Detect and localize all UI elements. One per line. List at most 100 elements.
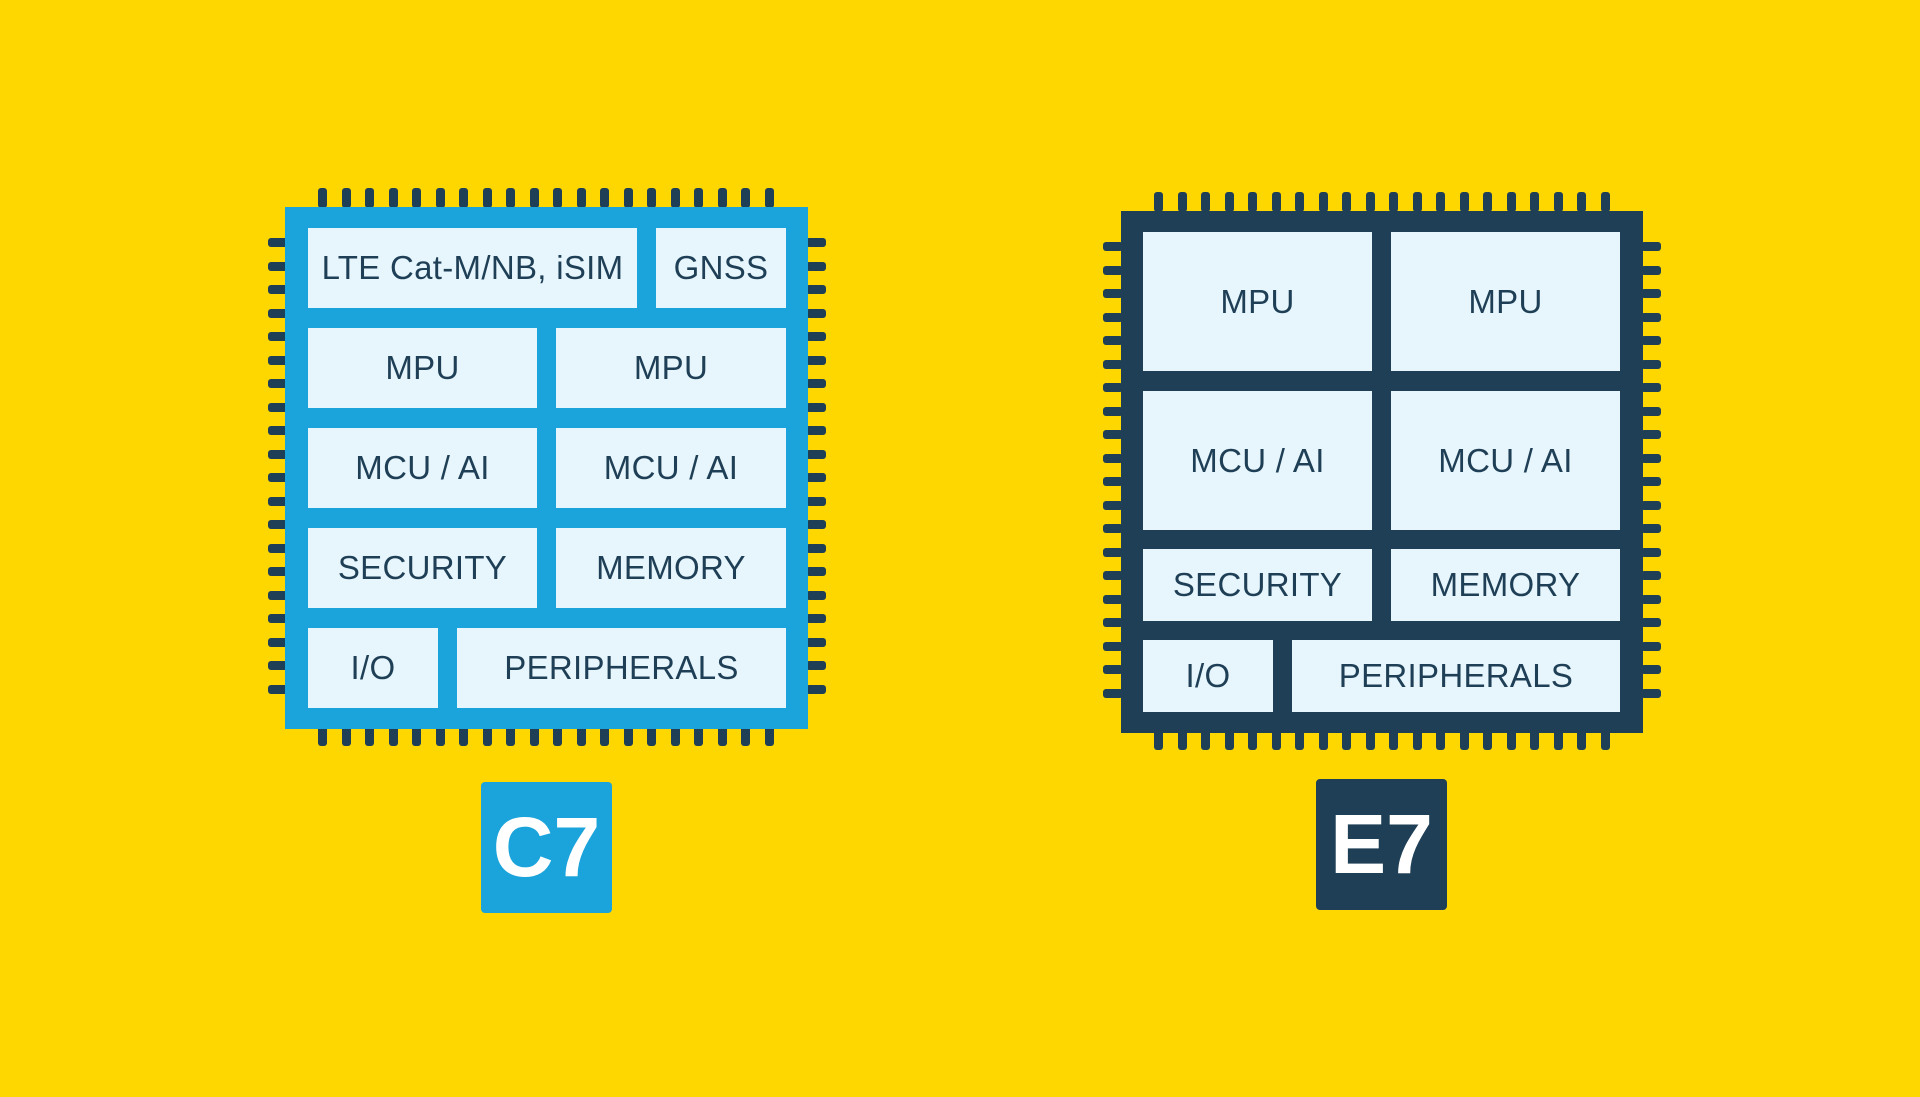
chip-pin — [1295, 730, 1305, 750]
chip-pin — [1600, 730, 1610, 750]
chip-pin — [806, 238, 826, 247]
chip-pin — [717, 188, 727, 208]
chip-pin — [806, 379, 826, 389]
chip-pin — [1201, 730, 1211, 750]
chip-pin — [268, 661, 288, 671]
chip-pin — [764, 188, 774, 208]
chip-pin — [1641, 641, 1661, 651]
e7-block-mcu-ai-2: MCU / AI — [1391, 391, 1620, 530]
chip-pin — [1248, 730, 1258, 750]
chip-pin — [482, 726, 492, 746]
chip-pin — [1459, 192, 1469, 212]
c7-block-mcu-ai-2: MCU / AI — [556, 428, 786, 508]
chip-pin — [1641, 688, 1661, 698]
chip-pin — [1342, 192, 1352, 212]
chip-pin — [1553, 730, 1563, 750]
chip-pin — [268, 590, 288, 600]
chip-pin — [1530, 730, 1540, 750]
chip-pin — [806, 637, 826, 647]
chip-pin — [1577, 192, 1587, 212]
chip-pin — [1103, 547, 1123, 557]
chip-pin — [412, 726, 422, 746]
chip-pin — [806, 614, 826, 624]
chip-pin — [388, 726, 398, 746]
chip-pin — [1103, 336, 1123, 346]
chip-pin — [806, 590, 826, 600]
e7-block-peripherals: PERIPHERALS — [1292, 640, 1620, 712]
chip-pin — [1103, 665, 1123, 675]
chip-pin — [1224, 730, 1234, 750]
e7-block-memory: MEMORY — [1391, 549, 1620, 621]
e7-label: E7 — [1316, 779, 1447, 910]
chip-pin — [1154, 192, 1163, 212]
chip-pin — [1365, 730, 1375, 750]
chip-pin — [806, 355, 826, 365]
chip-pin — [1177, 730, 1187, 750]
chip-pin — [694, 726, 704, 746]
c7-label: C7 — [481, 782, 612, 913]
chip-pin — [806, 661, 826, 671]
chip-pin — [1641, 336, 1661, 346]
chip-pin — [1103, 265, 1123, 275]
chip-pin — [1506, 730, 1516, 750]
chip-pin — [806, 449, 826, 459]
e7-pins-right — [1641, 242, 1661, 698]
chip-pin — [806, 285, 826, 295]
chip-pin — [268, 308, 288, 318]
chip-pin — [268, 261, 288, 271]
e7-block-security: SECURITY — [1143, 549, 1372, 621]
chip-pin — [806, 402, 826, 412]
chip-pin — [1271, 730, 1281, 750]
chip-pin — [806, 496, 826, 506]
chip-pin — [268, 637, 288, 647]
chip-pin — [1103, 430, 1123, 440]
e7-block-io: I/O — [1143, 640, 1273, 712]
chip-pin — [764, 726, 774, 746]
chip-pin — [1103, 688, 1123, 698]
chip-pin — [1600, 192, 1610, 212]
chip-pin — [647, 188, 657, 208]
chip-pin — [623, 726, 633, 746]
chip-pin — [1436, 730, 1446, 750]
chip-pin — [529, 726, 539, 746]
chip-pin — [412, 188, 422, 208]
chip-pin — [1412, 192, 1422, 212]
c7-block-memory: MEMORY — [556, 528, 786, 608]
chip-pin — [1103, 641, 1123, 651]
c7-block-mpu-2: MPU — [556, 328, 786, 408]
chip-pin — [268, 614, 288, 624]
chip-pin — [1459, 730, 1469, 750]
chip-pin — [741, 188, 751, 208]
chip-pin — [576, 726, 586, 746]
chip-pin — [435, 188, 445, 208]
chip-pin — [694, 188, 704, 208]
chip-pin — [1103, 594, 1123, 604]
chip-pin — [806, 308, 826, 318]
c7-block-mcu-ai-1: MCU / AI — [308, 428, 537, 508]
chip-pin — [268, 402, 288, 412]
chip-pin — [1641, 383, 1661, 393]
chip-pin — [268, 543, 288, 553]
chip-pin — [600, 188, 610, 208]
c7-block-gnss: GNSS — [656, 228, 786, 308]
chip-pin — [268, 496, 288, 506]
c7-block-security: SECURITY — [308, 528, 537, 608]
chip-pin — [268, 567, 288, 577]
chip-pin — [268, 426, 288, 436]
c7-pins-bottom — [318, 726, 774, 746]
chip-pin — [1365, 192, 1375, 212]
chip-pin — [459, 726, 469, 746]
c7-block-lte: LTE Cat-M/NB, iSIM — [308, 228, 637, 308]
chip-pin — [1641, 618, 1661, 628]
chip-pin — [1154, 730, 1163, 750]
chip-pin — [600, 726, 610, 746]
chip-pin — [1103, 242, 1123, 251]
chip-pin — [1436, 192, 1446, 212]
chip-pin — [1295, 192, 1305, 212]
chip-pin — [1103, 500, 1123, 510]
chip-pin — [1389, 730, 1399, 750]
c7-pins-top — [318, 188, 774, 208]
chip-pin — [1103, 524, 1123, 534]
chip-pin — [1271, 192, 1281, 212]
chip-pin — [806, 684, 826, 694]
